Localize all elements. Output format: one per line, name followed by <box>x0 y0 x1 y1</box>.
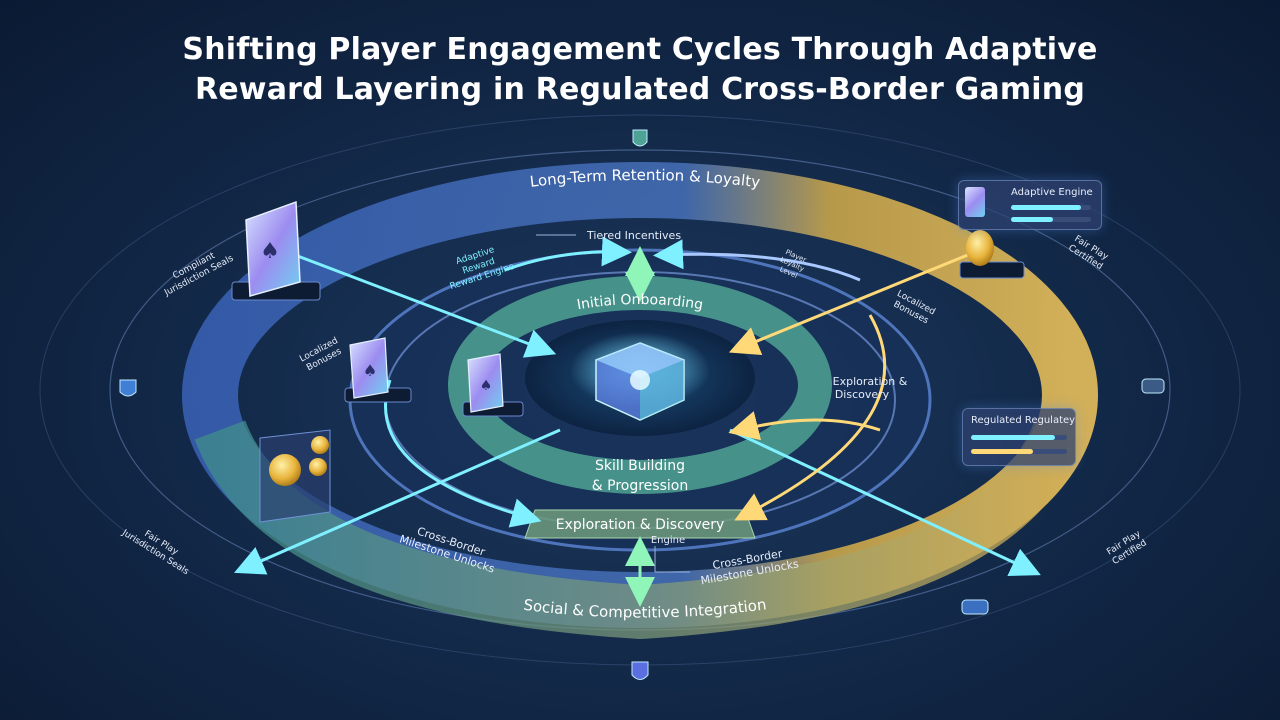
label-progression: & Progression <box>592 478 688 494</box>
arrow-right-arc <box>734 314 887 521</box>
badge-icon-right <box>1141 378 1165 394</box>
regulated-panel: Regulated Regulatey <box>962 408 1076 466</box>
coin-icon-left-panel <box>259 429 331 523</box>
label-fairplay-left: Fair Play Jurisdiction Seals <box>119 528 190 578</box>
progress-bar-2 <box>1011 217 1053 222</box>
arrow-topright-arc <box>653 239 861 282</box>
arrow-topleft-arc <box>504 236 632 272</box>
card-icon-topleft: ♠ <box>231 200 321 301</box>
coin-icon-topright <box>959 230 1025 279</box>
progress-bar-4 <box>971 449 1033 454</box>
label-skill-building: Skill Building <box>595 458 685 474</box>
svg-text:♠: ♠ <box>260 239 280 264</box>
label-localized-bonuses-right: Localized Bonuses <box>892 289 937 326</box>
arrow-topleft-in <box>294 253 557 358</box>
card-icon-left: ♠ <box>344 337 412 403</box>
card-icon-center-left: ♠ <box>462 353 524 417</box>
shield-icon-top <box>632 129 648 147</box>
shield-icon-left <box>119 379 137 397</box>
label-fairplay-right-top: Fair Play Certified <box>1066 234 1110 272</box>
label-exploration-right-2: Discovery <box>835 388 890 401</box>
label-exploration-engine: Engine <box>651 535 685 546</box>
adaptive-engine-panel: Adaptive Engine <box>958 180 1102 230</box>
label-tiered-incentives: Tiered Incentives <box>586 229 681 242</box>
svg-text:♠: ♠ <box>480 378 493 394</box>
label-initial-onboarding: Initial Onboarding <box>576 292 705 313</box>
card-icon-panel <box>965 187 985 217</box>
label-exploration-band: Exploration & Discovery <box>556 517 725 533</box>
title-line-2: Reward Layering in Regulated Cross-Borde… <box>194 72 1086 107</box>
progress-bar-1 <box>1011 205 1081 210</box>
arrow-right-inner <box>728 411 881 441</box>
label-player-loyalty: Player Loyalty Level <box>778 248 807 280</box>
badge-icon-bottom-right <box>961 599 989 615</box>
progress-bar-3 <box>971 435 1055 440</box>
arrow-bottomright-out <box>729 428 1041 576</box>
label-fairplay-right-bottom: Fair Play Certified <box>1105 529 1148 567</box>
exploration-band <box>524 509 756 539</box>
svg-text:♠: ♠ <box>363 361 377 380</box>
label-exploration-right-1: Exploration & <box>833 375 908 388</box>
page-title: Shifting Player Engagement Cycles Throug… <box>0 30 1280 110</box>
arrow-bottomleft-out <box>234 428 561 575</box>
adaptive-engine-title: Adaptive Engine <box>1011 187 1093 198</box>
arrow-topright-in <box>728 250 976 356</box>
label-compliant-seals: Compliant Jurisdiction Seals <box>162 251 235 299</box>
label-localized-bonuses-left: Localized Bonuses <box>298 336 343 373</box>
crystal-icon <box>595 342 685 421</box>
regulated-panel-title: Regulated Regulatey <box>971 415 1076 426</box>
title-line-1: Shifting Player Engagement Cycles Throug… <box>182 32 1098 67</box>
shield-icon-bottom <box>631 661 649 680</box>
